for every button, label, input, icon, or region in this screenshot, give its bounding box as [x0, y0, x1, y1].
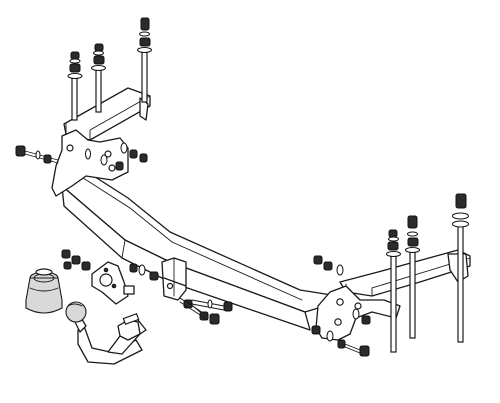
right-side-bolts	[311, 255, 371, 357]
crossbar	[61, 165, 346, 331]
ball-cover	[25, 268, 63, 314]
socket-plate	[91, 261, 135, 305]
center-bolts	[129, 263, 233, 325]
socket-plate-bolts	[61, 249, 91, 271]
left-mounting-bracket	[51, 87, 151, 197]
right-stud-set	[386, 193, 469, 353]
ball-mount-bracket	[161, 257, 187, 301]
tow-ball	[65, 301, 147, 365]
left-stud-set	[67, 17, 152, 121]
left-side-bolts	[15, 142, 148, 171]
